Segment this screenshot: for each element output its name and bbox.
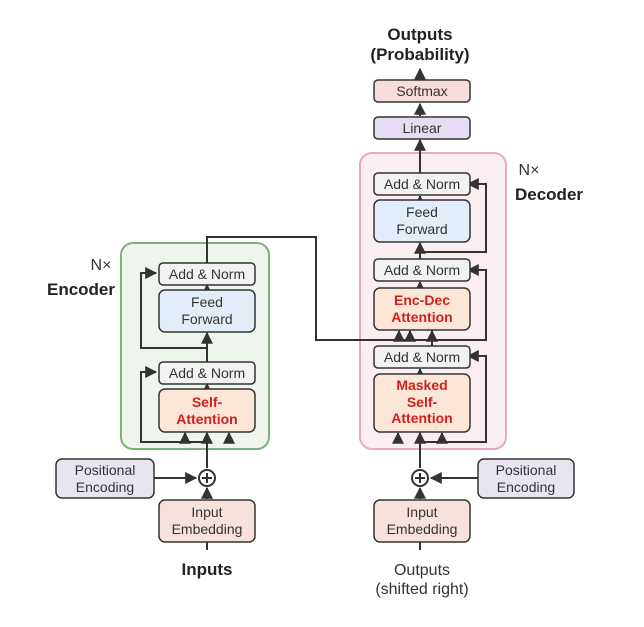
decoder-positional-encoding-label: Positional Encoding xyxy=(495,461,557,495)
linear-box xyxy=(373,116,471,140)
encoder-self-attention-box xyxy=(158,388,256,433)
encoder-input-embedding-label: Input Embedding xyxy=(171,504,243,537)
encoder-add-norm-2-label: Add & Norm xyxy=(168,265,246,282)
enc-dec-attention-box xyxy=(373,287,471,331)
decoder-add-norm-2-box xyxy=(373,258,471,282)
decoder-input-embedding-box xyxy=(373,499,471,543)
outputs-probability-title: Outputs (Probability) xyxy=(370,24,470,64)
decoder-nx-label: N× xyxy=(518,162,540,180)
encoder-title: Encoder xyxy=(46,279,116,299)
decoder-add-norm-1-label: Add & Norm xyxy=(383,348,461,365)
decoder-add-norm-3-box xyxy=(373,172,471,196)
encoder-feed-forward-label: Feed Forward xyxy=(181,294,233,327)
encoder-add-norm-1-label: Add & Norm xyxy=(168,364,246,381)
masked-self-attention-box xyxy=(373,373,471,433)
encoder-nx-label: N× xyxy=(90,257,112,275)
encoder-add-norm-1-box xyxy=(158,361,256,385)
decoder-add-norm-3-label: Add & Norm xyxy=(383,175,461,192)
enc-dec-attention-label: Enc-Dec Attention xyxy=(391,292,453,325)
decoder-add-norm-1-box xyxy=(373,345,471,369)
decoder-input-embedding-label: Input Embedding xyxy=(386,504,458,537)
encoder-positional-encoding-label: Positional Encoding xyxy=(74,461,136,495)
softmax-box xyxy=(373,79,471,103)
decoder-inputs-label: Outputs (shifted right) xyxy=(375,561,469,598)
decoder-feed-forward-box xyxy=(373,199,471,243)
encoder-input-embedding-box xyxy=(158,499,256,543)
decoder-add-norm-2-label: Add & Norm xyxy=(383,261,461,278)
decoder-positional-encoding-box xyxy=(477,458,575,499)
linear-label: Linear xyxy=(402,119,442,136)
encoder-positional-encoding-box xyxy=(55,458,155,499)
encoder-sum-icon xyxy=(198,469,216,487)
decoder-title: Decoder xyxy=(514,184,584,204)
encoder-feed-forward-box xyxy=(158,289,256,333)
decoder-feed-forward-label: Feed Forward xyxy=(396,204,448,237)
encoder-self-attention-label: Self- Attention xyxy=(176,393,238,427)
decoder-sum-icon xyxy=(411,469,429,487)
encoder-inputs-label: Inputs xyxy=(181,559,233,579)
masked-self-attention-label: Masked Self- Attention xyxy=(391,376,453,427)
softmax-label: Softmax xyxy=(396,82,448,99)
encoder-add-norm-2-box xyxy=(158,262,256,286)
